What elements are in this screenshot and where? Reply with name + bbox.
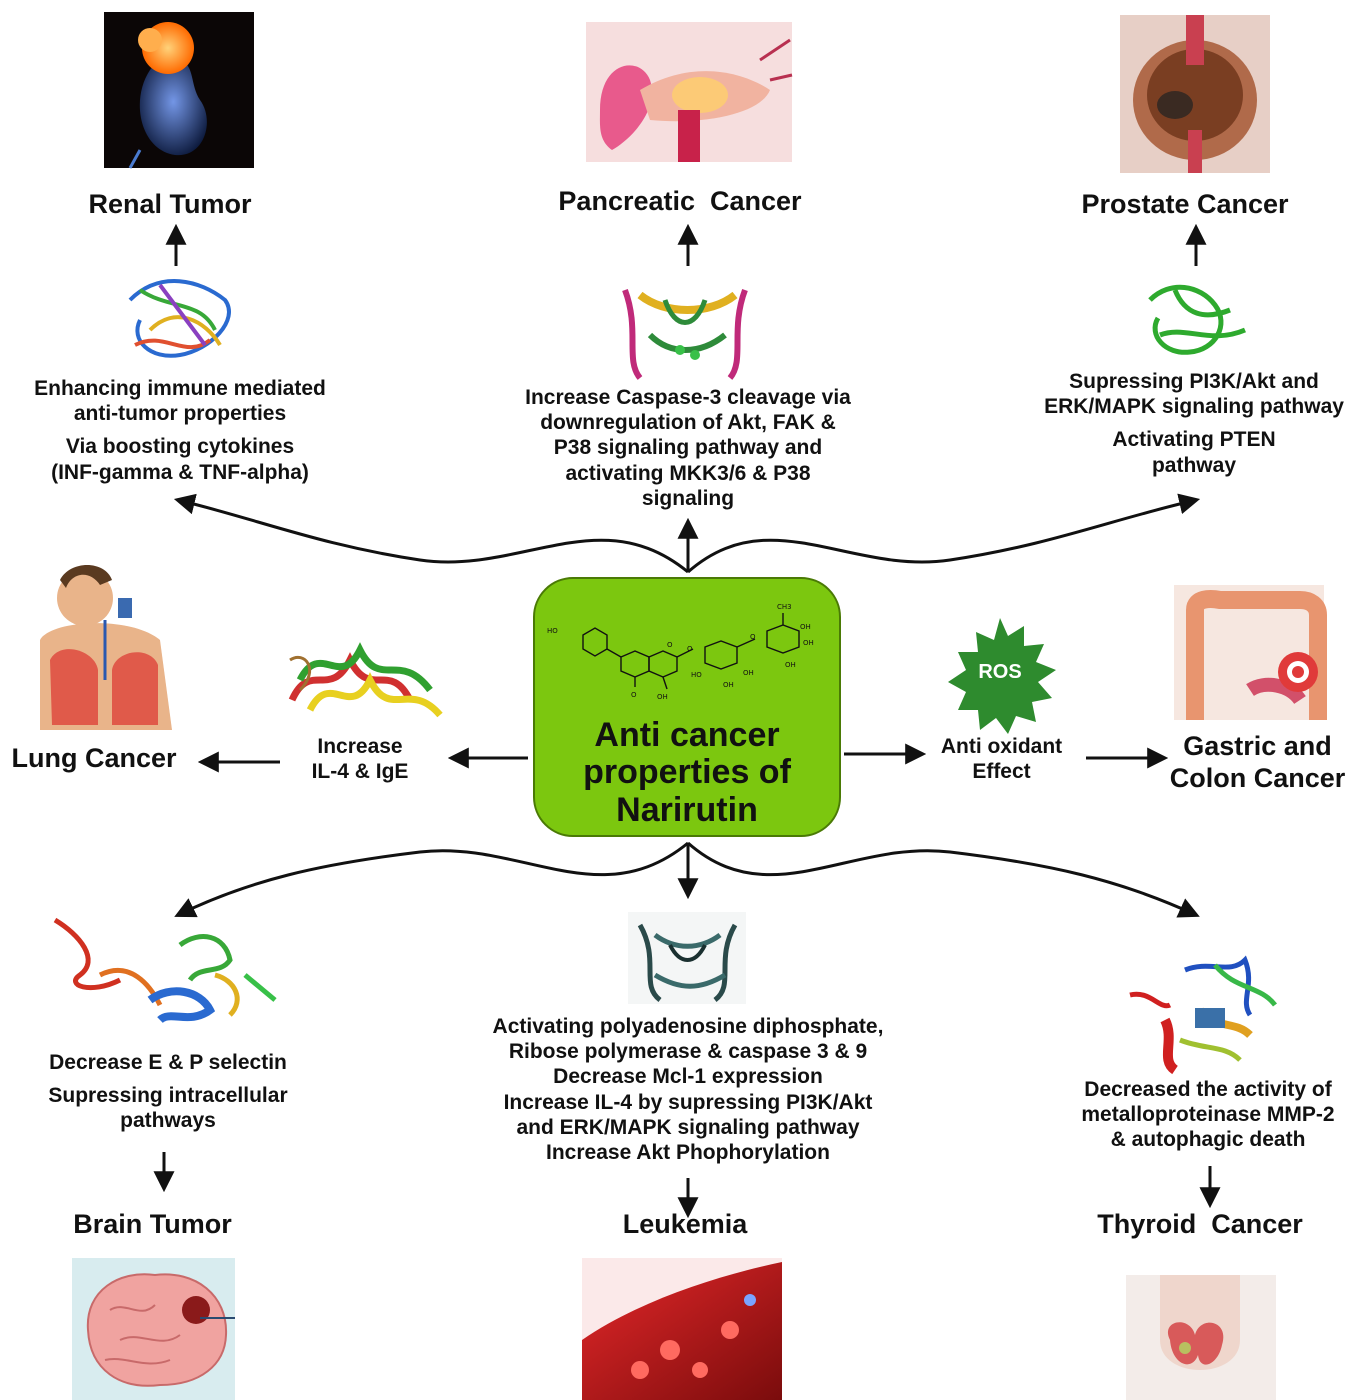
prostate-mech-3: Activating PTEN xyxy=(1030,427,1358,452)
mol-label-11: O xyxy=(687,645,693,653)
leukemia-mech-3: Decrease Mcl-1 expression xyxy=(458,1064,918,1089)
lung-mech-1: Increase xyxy=(290,734,430,759)
gastric-colon-cancer-image xyxy=(1174,585,1324,720)
gastric-line-1: Gastric and xyxy=(1160,730,1355,762)
protein-brain-icon xyxy=(55,920,275,1020)
mol-label-9: OH xyxy=(785,661,796,669)
prostate-mech-4: pathway xyxy=(1030,453,1358,478)
mol-label-6: OH xyxy=(723,681,734,689)
brain-mech-1: Decrease E & P selectin xyxy=(18,1050,318,1075)
lung-cancer-image xyxy=(40,560,172,730)
leukemia-mech-4: Increase IL-4 by supressing PI3K/Akt xyxy=(458,1090,918,1115)
center-title: Anti cancer properties of Narirutin xyxy=(535,717,839,829)
protein-thyroid-icon xyxy=(1130,960,1275,1070)
thyroid-cancer-image xyxy=(1126,1275,1276,1400)
leukemia-mech-5: and ERK/MAPK signaling pathway xyxy=(458,1115,918,1140)
gastric-mech-2: Effect xyxy=(924,759,1079,784)
brain-tumor-image xyxy=(72,1258,235,1400)
renal-mech-4: (INF-gamma & TNF-alpha) xyxy=(10,460,350,485)
renal-tumor-label: Renal Tumor xyxy=(40,188,300,220)
mol-label-2: OH xyxy=(800,623,811,631)
thyroid-mech-2: metalloproteinase MMP-2 xyxy=(1058,1102,1358,1127)
prostate-cancer-image xyxy=(1120,15,1270,173)
brain-mechanism: Decrease E & P selectin Supressing intra… xyxy=(18,1050,318,1134)
mol-label-10: O xyxy=(631,691,637,699)
prostate-mech-1: Supressing PI3K/Akt and xyxy=(1030,369,1358,394)
mol-label-4: HO xyxy=(691,671,702,679)
renal-tumor-image xyxy=(104,12,254,168)
thyroid-mech-1: Decreased the activity of xyxy=(1058,1077,1358,1102)
mol-label-3: OH xyxy=(803,639,814,647)
gastric-mechanism: Anti oxidant Effect xyxy=(924,734,1079,784)
lung-mech-2: IL-4 & IgE xyxy=(290,759,430,784)
prostate-mechanism: Supressing PI3K/Akt and ERK/MAPK signali… xyxy=(1030,369,1358,478)
mol-label-8: CH3 xyxy=(777,603,792,611)
brain-mech-3: pathways xyxy=(18,1108,318,1133)
prostate-mech-2: ERK/MAPK signaling pathway xyxy=(1030,394,1358,419)
thyroid-cancer-label: Thyroid Cancer xyxy=(1080,1208,1320,1240)
leukemia-mech-6: Increase Akt Phophorylation xyxy=(458,1140,918,1165)
pancreatic-mech-1: Increase Caspase-3 cleavage via xyxy=(498,385,878,410)
arrow-to-thyroid xyxy=(688,843,1196,915)
gastric-line-2: Colon Cancer xyxy=(1160,762,1355,794)
renal-mech-3: Via boosting cytokines xyxy=(10,434,350,459)
lung-cancer-label: Lung Cancer xyxy=(4,742,184,774)
protein-prostate-icon xyxy=(1150,287,1245,352)
leukemia-mech-2: Ribose polymerase & caspase 3 & 9 xyxy=(458,1039,918,1064)
pancreatic-cancer-label: Pancreatic Cancer xyxy=(520,185,840,217)
mol-label-1: HO xyxy=(547,627,558,635)
pancreatic-mech-5: signaling xyxy=(498,486,878,511)
gastric-mech-1: Anti oxidant xyxy=(924,734,1079,759)
leukemia-label: Leukemia xyxy=(590,1208,780,1240)
renal-mechanism: Enhancing immune mediated anti-tumor pro… xyxy=(10,376,350,485)
protein-pancreatic-icon xyxy=(614,270,760,382)
protein-leukemia-icon xyxy=(628,912,746,1004)
brain-tumor-label: Brain Tumor xyxy=(40,1208,265,1240)
renal-mech-2: anti-tumor properties xyxy=(10,401,350,426)
protein-renal-icon xyxy=(130,281,229,356)
mol-label-5: OH xyxy=(743,669,754,677)
lung-mechanism: Increase IL-4 & IgE xyxy=(290,734,430,784)
mol-label-7: OH xyxy=(657,693,668,701)
mol-label-13: O xyxy=(667,641,673,649)
pancreatic-mech-4: activating MKK3/6 & P38 xyxy=(498,461,878,486)
pancreatic-mech-2: downregulation of Akt, FAK & xyxy=(498,410,878,435)
renal-mech-1: Enhancing immune mediated xyxy=(10,376,350,401)
mol-label-12: O xyxy=(750,633,756,641)
leukemia-mech-1: Activating polyadenosine diphosphate, xyxy=(458,1014,918,1039)
protein-lung-icon xyxy=(290,650,440,715)
leukemia-image xyxy=(582,1258,782,1400)
pancreatic-cancer-image xyxy=(586,22,792,162)
thyroid-mech-3: & autophagic death xyxy=(1058,1127,1358,1152)
narirutin-structure: HO OH OH HO OH OH OH CH3 OH O O O O xyxy=(545,595,833,710)
leukemia-mechanism: Activating polyadenosine diphosphate, Ri… xyxy=(458,1014,918,1165)
brain-mech-2: Supressing intracellular xyxy=(18,1083,318,1108)
gastric-colon-cancer-label: Gastric and Colon Cancer xyxy=(1160,730,1355,795)
pancreatic-mechanism: Increase Caspase-3 cleavage via downregu… xyxy=(498,385,878,511)
thyroid-mechanism: Decreased the activity of metalloprotein… xyxy=(1058,1077,1358,1153)
pancreatic-mech-3: P38 signaling pathway and xyxy=(498,435,878,460)
prostate-cancer-label: Prostate Cancer xyxy=(1060,188,1310,220)
center-box: HO OH OH HO OH OH OH CH3 OH O O O O Anti… xyxy=(533,577,841,837)
ros-label: ROS xyxy=(960,660,1040,684)
arrow-to-brain xyxy=(178,843,688,915)
